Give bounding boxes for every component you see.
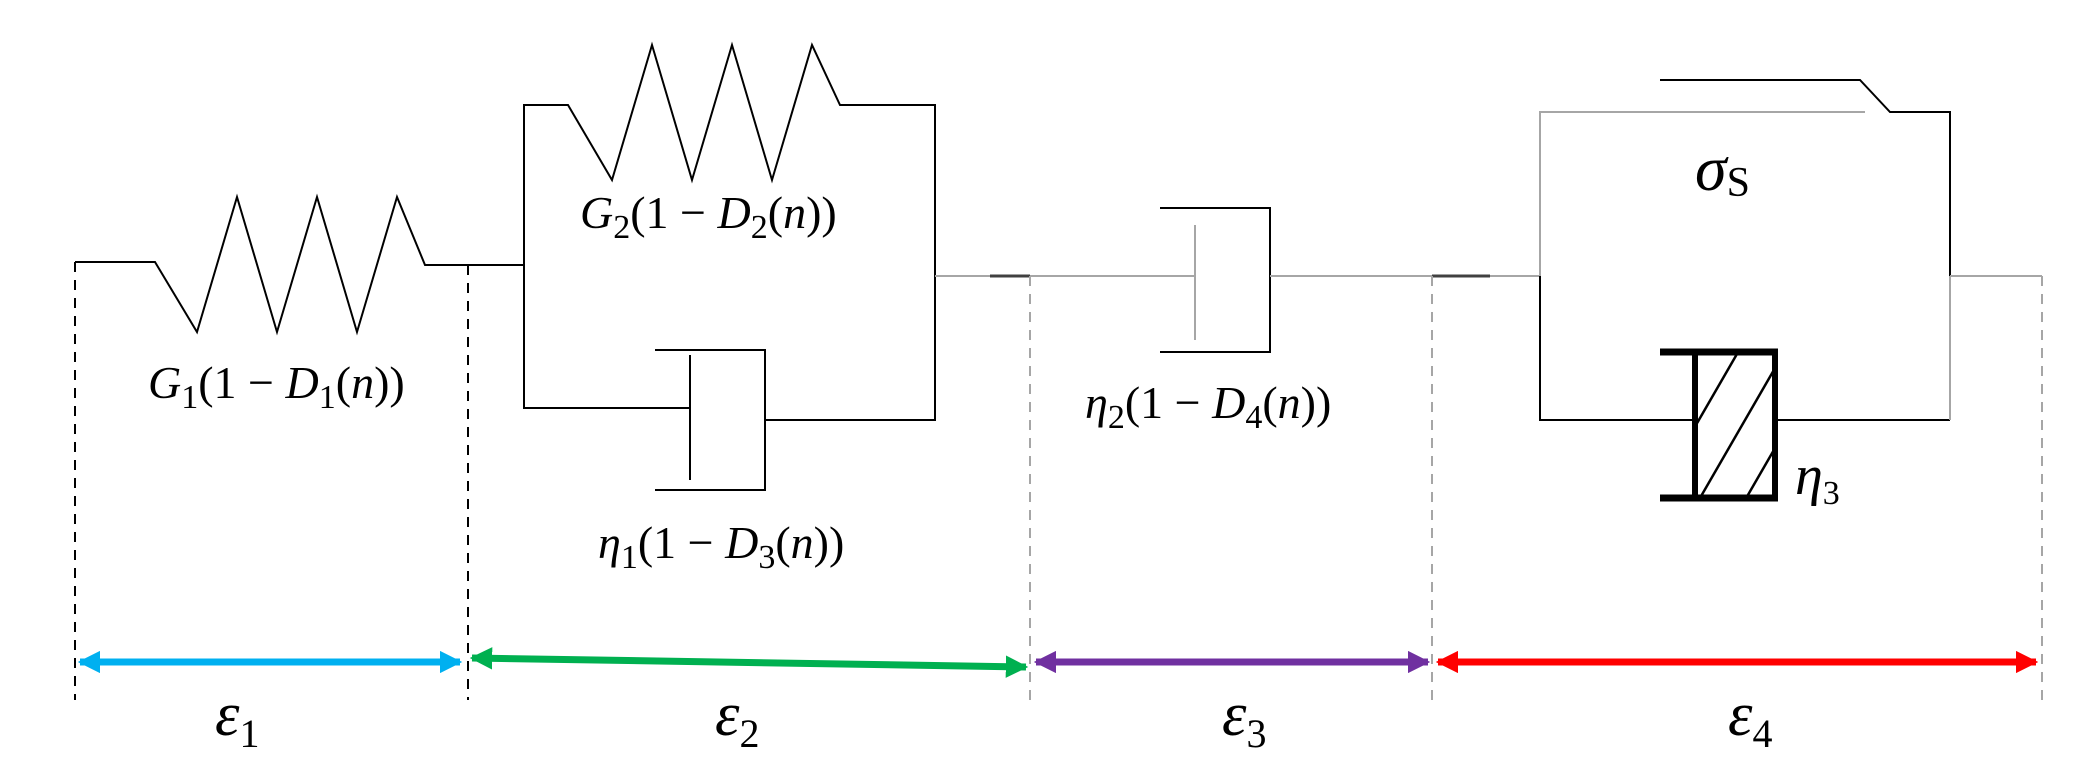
viscoplastic-damper-eta3 — [1660, 348, 1778, 502]
plastic-body — [1539, 79, 2042, 421]
boundary-lines — [74, 262, 2043, 700]
label-eta2: η2(1 − D4(n)) — [1085, 377, 1331, 436]
label-g1: G1(1 − D1(n)) — [148, 357, 405, 416]
dashpot-eta2 — [1160, 207, 1540, 353]
strain-label-eps2: ε2 — [715, 681, 759, 756]
spring-g1 — [75, 193, 524, 336]
strain-label-eps4: ε4 — [1728, 681, 1772, 756]
label-g2: G2(1 − D2(n)) — [580, 187, 837, 246]
kelvin-body — [523, 41, 936, 491]
strain-label-eps1: ε1 — [215, 681, 259, 756]
label-eta3: η3 — [1795, 445, 1840, 512]
strain-label-eps3: ε3 — [1222, 681, 1266, 756]
strain-arrow-eps2 — [469, 647, 1029, 678]
label-eta1: η1(1 − D3(n)) — [598, 517, 844, 576]
label-sigma-s: σS — [1695, 133, 1750, 206]
strain-arrows — [77, 647, 2039, 678]
